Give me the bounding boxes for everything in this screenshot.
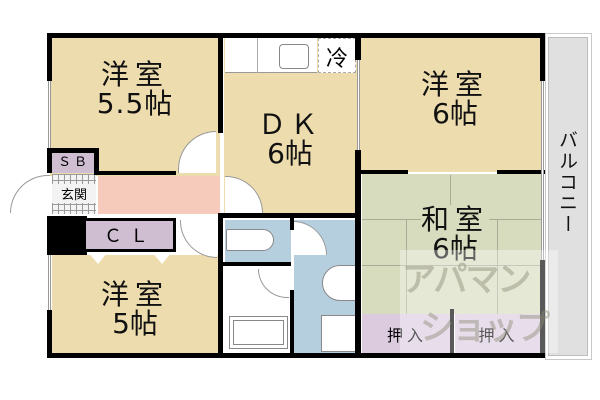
wall xyxy=(290,290,294,358)
tatami-line xyxy=(450,175,451,222)
window xyxy=(357,60,360,150)
tatami-line xyxy=(362,265,542,266)
wall xyxy=(47,33,52,81)
watermark-box xyxy=(400,250,558,353)
corridor xyxy=(98,176,220,214)
room-name: 和室 xyxy=(420,203,489,236)
room-western-6-label: 洋室 6帖 xyxy=(385,70,525,129)
oshiire-left-label: 押入 xyxy=(386,326,427,345)
wall xyxy=(540,33,545,81)
wall xyxy=(361,170,408,174)
closet-door-left xyxy=(88,252,108,264)
balcony-label: バルコニー xyxy=(556,130,578,235)
wall xyxy=(497,170,545,174)
tatami-line xyxy=(497,219,498,314)
refrigerator-label: 冷 xyxy=(325,47,348,72)
wall xyxy=(47,310,52,358)
wall xyxy=(355,150,361,358)
closet-label: ＣＬ xyxy=(104,226,156,247)
refrigerator-space xyxy=(318,38,356,73)
tatami-line xyxy=(406,219,407,314)
watermark-text: アパマン xyxy=(402,260,531,300)
wall xyxy=(355,33,361,60)
closet-door-right xyxy=(152,252,172,264)
room-name: 洋室 xyxy=(420,68,489,101)
watermark-text: ショップ xyxy=(420,308,550,348)
counter-divider xyxy=(257,38,258,73)
room-name: ＤＫ xyxy=(257,108,322,141)
wall xyxy=(218,213,358,218)
wall xyxy=(94,148,99,174)
wall xyxy=(218,33,223,133)
wall xyxy=(540,260,545,358)
room-size: 6帖 xyxy=(432,232,478,266)
entrance-door-icon xyxy=(10,175,50,213)
wall xyxy=(47,33,545,38)
oshiire-right xyxy=(455,314,542,354)
wall xyxy=(218,213,223,358)
room-western-5 xyxy=(52,255,218,354)
room-dk-label: ＤＫ 6帖 xyxy=(230,110,350,169)
window xyxy=(48,81,51,148)
room-western-6 xyxy=(360,36,543,172)
wall xyxy=(47,148,52,173)
toilet-icon xyxy=(226,229,274,251)
wall xyxy=(47,353,545,358)
room-size: 5.5帖 xyxy=(96,87,174,121)
room-name: 洋室 xyxy=(100,278,169,311)
wall xyxy=(223,262,291,266)
wall xyxy=(290,218,294,230)
room-japanese-6-label: 和室 6帖 xyxy=(385,205,525,264)
oshiire-left xyxy=(362,314,452,354)
washbasin-icon xyxy=(322,265,356,301)
wall xyxy=(47,148,99,153)
shoe-box-label: ＳＢ xyxy=(57,155,90,170)
room-size: 5帖 xyxy=(112,307,158,341)
washing-machine-icon xyxy=(321,315,356,352)
sink-icon xyxy=(279,44,309,69)
closet-wall-block xyxy=(47,216,87,255)
closet xyxy=(86,218,176,252)
door-icon xyxy=(180,220,217,258)
room-name: 洋室 xyxy=(100,58,169,91)
room-western-5-5-label: 洋室 5.5帖 xyxy=(70,60,200,119)
window xyxy=(48,255,51,310)
oshiire-right-label: 押入 xyxy=(478,326,519,345)
shoe-box xyxy=(52,152,96,173)
room-size: 6帖 xyxy=(432,97,478,131)
bathtub-inner xyxy=(233,320,284,345)
room-size: 6帖 xyxy=(267,137,313,171)
wall xyxy=(94,171,176,175)
window xyxy=(541,81,544,260)
balcony xyxy=(548,37,588,356)
entrance-label: 玄関 xyxy=(52,184,96,203)
room-western-5-label: 洋室 5帖 xyxy=(70,280,200,339)
wall xyxy=(450,309,454,358)
